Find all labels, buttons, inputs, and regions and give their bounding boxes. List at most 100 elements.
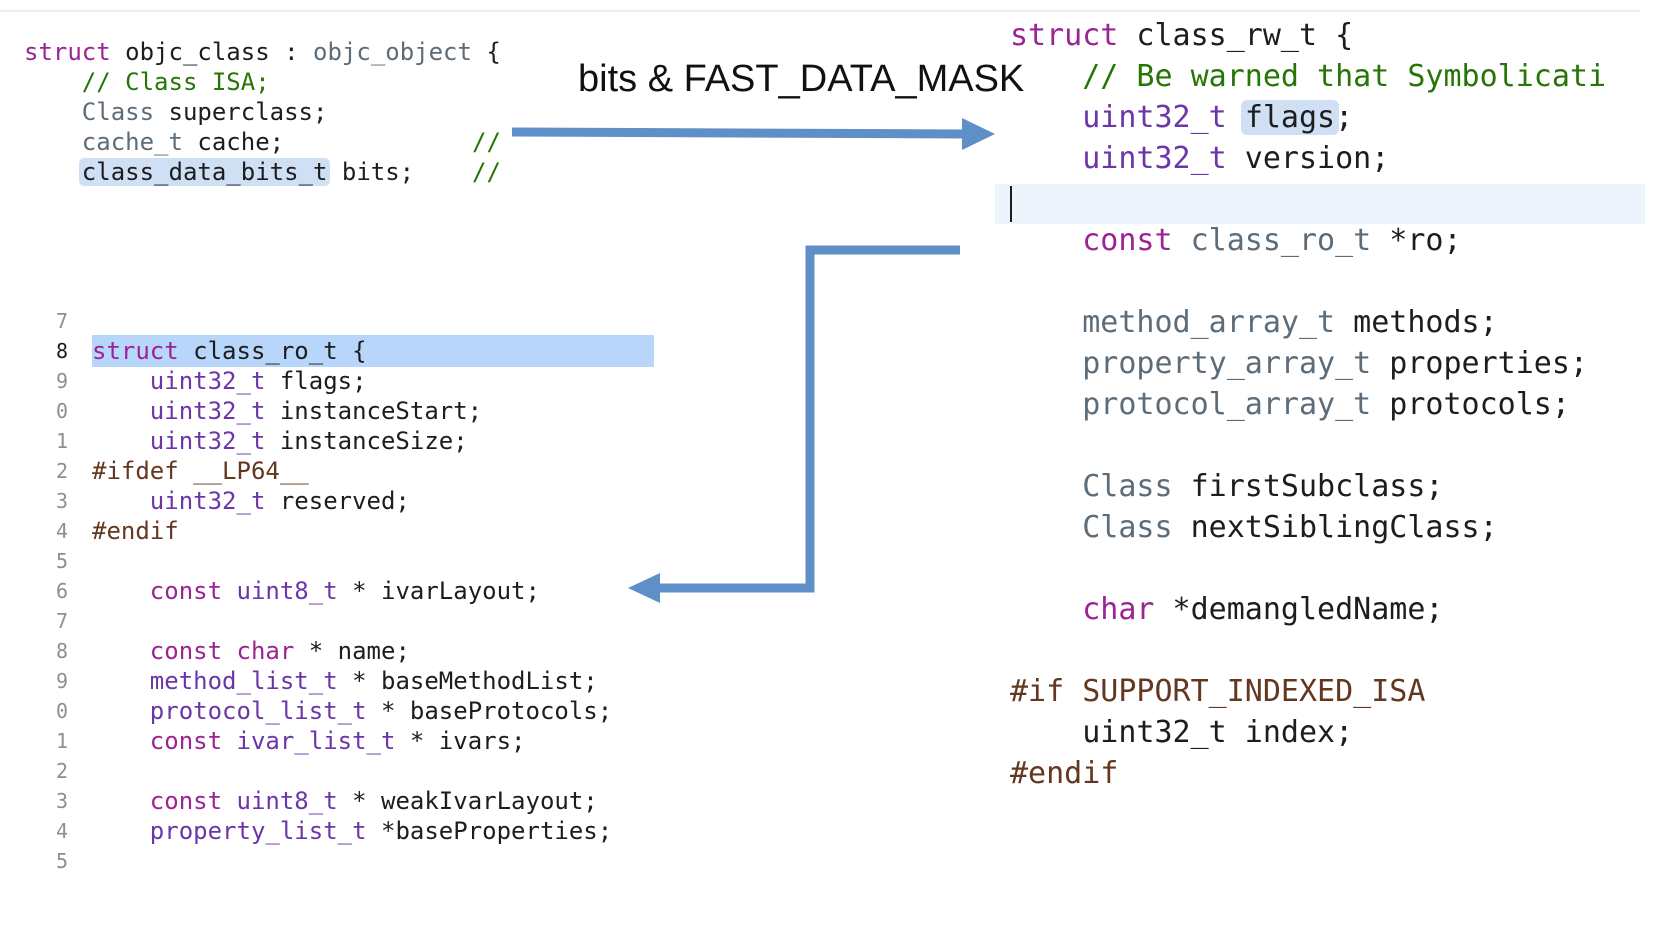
code-line: property_array_t properties; (1010, 344, 1588, 384)
current-line-highlight (995, 184, 1645, 224)
line-code: protocol_list_t * baseProtocols; (92, 695, 612, 727)
member-name: uint32_t index; (1010, 715, 1354, 750)
editor-line[interactable]: 7 (0, 605, 660, 637)
code-line: // Class ISA; (24, 66, 270, 98)
type-name: uint32_t (149, 367, 266, 395)
editor-line[interactable]: 5 (0, 845, 660, 873)
code-line: char *demangledName; (1010, 590, 1443, 630)
line-number: 9 (55, 669, 68, 693)
arrow-label: bits & FAST_DATA_MASK (578, 58, 1025, 100)
member-name: * weakIvarLayout; (337, 787, 598, 815)
type-name: uint32_t (149, 397, 266, 425)
code-line: struct objc_class : objc_object { (24, 36, 501, 68)
type-name: method_array_t (1082, 305, 1336, 340)
member-name: nextSiblingClass; (1172, 510, 1498, 545)
text-caret (1010, 186, 1012, 222)
brace: { (337, 337, 367, 365)
line-number: 4 (55, 519, 68, 543)
line-code: const uint8_t * ivarLayout; (92, 575, 540, 607)
editor-line[interactable]: 0 uint32_t instanceStart; (0, 395, 660, 427)
line-code: #ifdef __LP64__ (92, 455, 309, 487)
code-line: class_data_bits_t bits; (24, 156, 414, 188)
line-number: 7 (55, 609, 68, 633)
editor-line[interactable]: 4 #endif (0, 515, 660, 547)
code-line: uint32_t version; (1010, 139, 1389, 179)
code-line: Class firstSubclass; (1010, 467, 1444, 507)
highlighted-flags-token[interactable]: flags (1240, 100, 1340, 135)
line-number: 3 (55, 489, 68, 513)
editor-line[interactable]: 1 uint32_t instanceSize; (0, 425, 660, 457)
code-line: uint32_t flags; (1010, 98, 1353, 138)
line-number: 4 (55, 819, 68, 843)
keyword: const (149, 577, 223, 605)
line-code: const uint8_t * weakIvarLayout; (92, 785, 598, 817)
editor-line[interactable]: 0 protocol_list_t * baseProtocols; (0, 695, 660, 727)
member-name: * ivars; (395, 727, 526, 755)
preprocessor-directive: #endif (92, 517, 179, 545)
editor-line[interactable]: 2 #ifdef __LP64__ (0, 455, 660, 487)
editor-line[interactable]: 9 method_list_t * baseMethodList; (0, 665, 660, 697)
line-number: 8 (55, 639, 68, 663)
preprocessor-directive: #ifdef (92, 457, 179, 485)
comment: // Class ISA; (81, 68, 270, 96)
line-code: property_list_t *baseProperties; (92, 815, 612, 847)
code-line: #if SUPPORT_INDEXED_ISA (1010, 672, 1425, 712)
type-name: uint8_t (236, 787, 338, 815)
line-code: uint32_t instanceSize; (92, 425, 468, 457)
class-rw-editor[interactable]: struct class_rw_t { // Be warned that Sy… (995, 0, 1645, 946)
code-comment: // (472, 126, 501, 158)
type-name: method_list_t (149, 667, 338, 695)
code-line: uint32_t index; (1010, 713, 1353, 753)
member-name: * baseMethodList; (337, 667, 598, 695)
line-number: 2 (55, 459, 68, 483)
line-number: 9 (55, 369, 68, 393)
preprocessor-directive: #if SUPPORT_INDEXED_ISA (1010, 674, 1426, 709)
editor-line[interactable]: 5 (0, 545, 660, 577)
line-number: 1 (55, 429, 68, 453)
line-code: uint32_t instanceStart; (92, 395, 482, 427)
editor-line[interactable]: 1 const ivar_list_t * ivars; (0, 725, 660, 757)
struct-name: class_rw_t { (1118, 18, 1354, 53)
keyword: const (149, 637, 223, 665)
line-number: 5 (55, 549, 68, 573)
editor-line[interactable]: 9 uint32_t flags; (0, 365, 660, 397)
editor-line[interactable]: 6 const uint8_t * ivarLayout; (0, 575, 660, 607)
type-name: protocol_array_t (1082, 387, 1372, 422)
member-name: superclass; (154, 98, 328, 126)
type-name: cache_t (81, 128, 183, 156)
editor-line[interactable]: 7 (0, 305, 660, 337)
type-name: Class (81, 98, 155, 126)
comment: // (472, 128, 501, 156)
editor-line[interactable]: 8 const char * name; (0, 635, 660, 667)
keyword: const (149, 727, 223, 755)
line-code: const ivar_list_t * ivars; (92, 725, 526, 757)
type-name: protocol_list_t (149, 697, 367, 725)
code-line: // Be warned that Symbolicati (1010, 57, 1606, 97)
base-class: objc_object (313, 38, 472, 66)
current-line-highlight (92, 335, 654, 367)
member-name: *demangledName; (1154, 592, 1444, 627)
keyword: struct (92, 337, 179, 365)
keyword: struct (24, 38, 111, 66)
highlighted-type-bits[interactable]: class_data_bits_t (78, 158, 331, 186)
type-name: property_array_t (1082, 346, 1372, 381)
arrow-to-class-rw (511, 118, 995, 150)
line-number: 8 (55, 339, 68, 363)
line-code: uint32_t reserved; (92, 485, 410, 517)
line-number: 5 (55, 849, 68, 873)
line-number: 2 (55, 759, 68, 783)
editor-line[interactable]: 2 (0, 755, 660, 787)
editor-line[interactable]: 3 const uint8_t * weakIvarLayout; (0, 785, 660, 817)
editor-line[interactable]: 4 property_list_t *baseProperties; (0, 815, 660, 847)
editor-line[interactable]: 3 uint32_t reserved; (0, 485, 660, 517)
line-code: uint32_t flags; (92, 365, 367, 397)
code-line: Class nextSiblingClass; (1010, 508, 1498, 548)
objc-class-snippet: struct objc_class : objc_object { // Cla… (0, 0, 560, 230)
member-name: firstSubclass; (1172, 469, 1444, 504)
member-name: flags; (265, 367, 367, 395)
code-line: struct class_rw_t { (1010, 16, 1353, 56)
type-name: uint32_t (1082, 100, 1227, 135)
type-name: class_ro_t (1190, 223, 1372, 258)
